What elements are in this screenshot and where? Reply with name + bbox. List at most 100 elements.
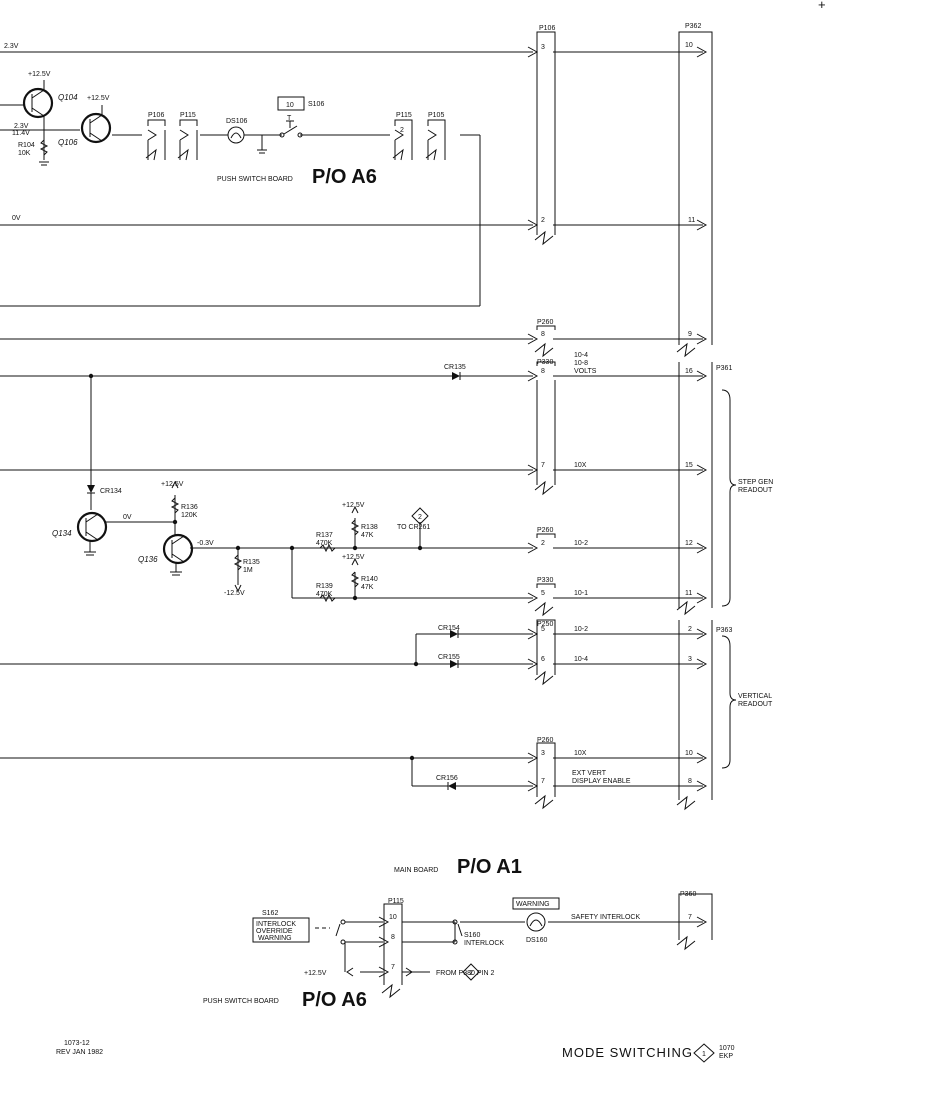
interlock-override-box bbox=[252, 917, 310, 943]
label-q134: Q134 bbox=[52, 529, 72, 538]
signal-10-8: 10-8 bbox=[574, 360, 588, 367]
group-vertical: VERTICAL bbox=[738, 693, 772, 700]
signal-10x-b: 10X bbox=[574, 750, 587, 757]
junction-q134 bbox=[172, 519, 178, 525]
group-labels: STEP GEN READOUT VERTICAL READOUT bbox=[738, 479, 773, 708]
label-s106: S106 bbox=[308, 101, 324, 108]
group-step-gen: STEP GEN bbox=[738, 479, 773, 486]
transistor-q136 bbox=[162, 533, 194, 576]
signal-ext-vert: EXT VERT bbox=[572, 770, 607, 777]
pin: 11 bbox=[688, 217, 695, 224]
net-0v: 0V bbox=[12, 215, 21, 222]
board-label-push-bottom: PUSH SWITCH BOARD bbox=[203, 998, 279, 1005]
switch-s106 bbox=[277, 96, 305, 138]
offpage-diamond-b bbox=[462, 963, 480, 981]
pin: 8 bbox=[688, 778, 692, 785]
rail-plus-12v: +12.5V bbox=[28, 71, 51, 78]
pin: 2 bbox=[400, 127, 404, 134]
pin: 7 bbox=[541, 778, 545, 785]
top-corner-mark: + bbox=[818, 0, 826, 12]
pin: 7 bbox=[541, 462, 545, 469]
net-q136-out: -0.3V bbox=[197, 540, 214, 547]
signal-10-4-b: 10-4 bbox=[574, 656, 588, 663]
offpage-diamond-a bbox=[411, 507, 429, 525]
title-diamond-number: 1 bbox=[702, 1051, 706, 1058]
pin: 5 bbox=[541, 590, 545, 597]
signal-display-enable: DISPLAY ENABLE bbox=[572, 778, 631, 785]
label-p115: P115 bbox=[180, 112, 196, 119]
diode-cr134-symbol bbox=[87, 485, 95, 510]
rail-plus-12v: +12.5V bbox=[342, 502, 365, 509]
label-cr156: CR156 bbox=[436, 775, 458, 782]
pin: 10 bbox=[685, 42, 693, 49]
signal-10x: 10X bbox=[574, 462, 587, 469]
label-cr154: CR154 bbox=[438, 625, 460, 632]
signal-warning: WARNING bbox=[516, 901, 550, 908]
diagram-title: MODE SWITCHING bbox=[562, 1045, 693, 1060]
label-q106: Q106 bbox=[58, 138, 78, 147]
pin: 2 bbox=[541, 217, 545, 224]
label-p360: P360 bbox=[680, 891, 696, 898]
label-s106-box: 10 bbox=[286, 102, 294, 109]
label-r140-value: 47K bbox=[361, 584, 374, 591]
component-labels: Q104 Q106 R104 10K DS106 S106 10 T CR135… bbox=[18, 93, 548, 947]
label-r135-value: 1M bbox=[243, 567, 253, 574]
label-p106: P106 bbox=[539, 25, 555, 32]
transistor-q134 bbox=[76, 511, 108, 556]
label-r138-value: 47K bbox=[361, 532, 374, 539]
net-q134-out: 0V bbox=[123, 514, 132, 521]
label-ds160: DS160 bbox=[526, 937, 548, 944]
wires bbox=[0, 38, 713, 985]
lamp-ds160 bbox=[526, 912, 546, 932]
label-r135: R135 bbox=[243, 559, 260, 566]
pin: 8 bbox=[541, 368, 545, 375]
label-t: T bbox=[287, 115, 292, 122]
pin: 15 bbox=[685, 462, 693, 469]
group-vertical-readout: READOUT bbox=[738, 701, 773, 708]
pin: 11 bbox=[685, 590, 692, 597]
interlock-line: INTERLOCK bbox=[256, 921, 296, 928]
junction-r135 bbox=[235, 545, 241, 551]
pin: 8 bbox=[541, 331, 545, 338]
pin: 5 bbox=[541, 626, 545, 633]
override-line: OVERRIDE bbox=[256, 928, 293, 935]
rail-plus-12v: +12.5V bbox=[161, 481, 184, 488]
junction-cr156 bbox=[409, 755, 415, 761]
label-s160-sub: INTERLOCK bbox=[464, 940, 504, 947]
signal-volts: VOLTS bbox=[574, 368, 597, 375]
signal-labels: 10-4 10-8 VOLTS 10X 10-2 10-1 10-2 10-4 … bbox=[397, 352, 640, 977]
lamp-ds106 bbox=[227, 126, 267, 154]
label-r140: R140 bbox=[361, 576, 378, 583]
label-p330: P330 bbox=[537, 359, 553, 366]
label-r139: R139 bbox=[316, 583, 333, 590]
transistor-q104 bbox=[22, 80, 54, 119]
net-2-3v: 2.3V bbox=[4, 43, 19, 50]
junction-cr155 bbox=[413, 661, 419, 667]
label-p260-c: P260 bbox=[537, 737, 553, 744]
label-p115-c: P115 bbox=[388, 898, 404, 905]
board-name-a6-bottom: P/O A6 bbox=[302, 989, 367, 1011]
pin: 16 bbox=[685, 368, 693, 375]
from-arrow bbox=[405, 967, 413, 977]
pin: 9 bbox=[688, 331, 692, 338]
junction-r140 bbox=[352, 595, 358, 601]
offpage-number-a: 2 bbox=[418, 514, 422, 521]
board-label-main: MAIN BOARD bbox=[394, 867, 438, 874]
pin: 10 bbox=[685, 750, 693, 757]
net-2-3v-b: 2.3V bbox=[14, 123, 29, 130]
signal-10-4: 10-4 bbox=[574, 352, 588, 359]
net-11-4v: 11.4V bbox=[12, 130, 30, 137]
label-s162: S162 bbox=[262, 910, 278, 917]
label-q104: Q104 bbox=[58, 93, 78, 102]
board-labels: PUSH SWITCH BOARD P/O A6 MAIN BOARD P/O … bbox=[203, 166, 522, 1011]
connector-p106-p115-arrows bbox=[145, 119, 446, 161]
rail-labels: +12.5V +12.5V +12.5V +12.5V +12.5V -12.5… bbox=[28, 71, 365, 977]
code-1070: 1070 bbox=[719, 1045, 735, 1052]
title-diamond bbox=[693, 1043, 715, 1063]
label-ds106: DS106 bbox=[226, 118, 248, 125]
board-name-a1: P/O A1 bbox=[457, 856, 522, 878]
signal-10-2: 10-2 bbox=[574, 540, 588, 547]
signal-10-1: 10-1 bbox=[574, 590, 588, 597]
label-r136-value: 120K bbox=[181, 512, 198, 519]
